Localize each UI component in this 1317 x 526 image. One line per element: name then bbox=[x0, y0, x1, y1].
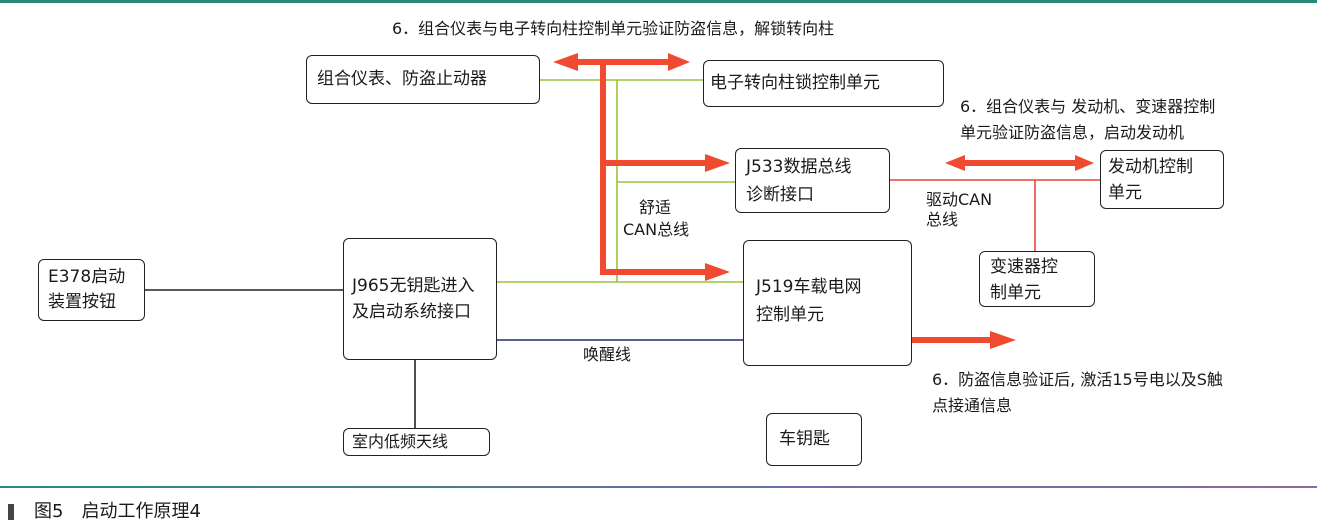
arrowhead bbox=[1075, 155, 1094, 171]
j519-line-1: J519车载电网 bbox=[756, 277, 862, 297]
drive-can-label: 驱动CAN 总线 bbox=[926, 190, 992, 230]
note-bottom-line-1: 6．防盗信息验证后, 激活15号电以及S触 bbox=[932, 370, 1223, 389]
j965-line-2: 及启动系统接口 bbox=[352, 302, 471, 322]
j533-line-1: J533数据总线 bbox=[746, 157, 852, 177]
caption-marker bbox=[8, 504, 14, 520]
j965-line-1: J965无钥匙进入 bbox=[352, 276, 475, 296]
note-bottom: 6．防盗信息验证后, 激活15号电以及S触 点接通信息 bbox=[932, 367, 1223, 419]
arrowhead bbox=[668, 53, 690, 71]
arrowhead bbox=[553, 53, 578, 71]
instrument-cluster-box: 组合仪表、防盗止动器 bbox=[306, 55, 540, 104]
arrowhead bbox=[945, 155, 965, 171]
steering-label: 电子转向柱锁控制单元 bbox=[710, 73, 880, 93]
e378-line-2: 装置按钮 bbox=[48, 292, 116, 312]
j519-line-2: 控制单元 bbox=[756, 305, 824, 325]
steering-lock-box: 电子转向柱锁控制单元 bbox=[703, 60, 944, 107]
figure-caption: 图5 启动工作原理4 bbox=[8, 497, 201, 523]
note-right-line-2: 单元验证防盗信息，启动发动机 bbox=[960, 123, 1185, 142]
j533-line-2: 诊断接口 bbox=[746, 185, 814, 205]
gearbox-line-1: 变速器控 bbox=[990, 257, 1058, 277]
black-wires bbox=[145, 289, 416, 428]
arrowhead bbox=[705, 154, 730, 172]
e378-line-1: E378启动 bbox=[48, 267, 126, 287]
antenna-box: 室内低频天线 bbox=[343, 428, 490, 456]
j965-keyless-interface-box: J965无钥匙进入 及启动系统接口 bbox=[343, 238, 497, 360]
note-right: 6．组合仪表与 发动机、变速器控制 单元验证防盗信息，启动发动机 bbox=[960, 94, 1215, 146]
car-key-box: 车钥匙 bbox=[766, 413, 862, 466]
note-right-line-1: 6．组合仪表与 发动机、变速器控制 bbox=[960, 97, 1216, 116]
engine-line-1: 发动机控制 bbox=[1108, 157, 1193, 177]
note-top: 6．组合仪表与电子转向柱控制单元验证防盗信息，解锁转向柱 bbox=[392, 18, 834, 40]
comfort-can-lines bbox=[497, 79, 743, 283]
drive-can-line-1: 驱动CAN bbox=[926, 190, 993, 209]
drive-can-lines bbox=[890, 179, 1100, 255]
comfort-can-line-1: 舒适 bbox=[639, 198, 672, 217]
antenna-label: 室内低频天线 bbox=[352, 432, 449, 451]
e378-start-button-box: E378启动 装置按钮 bbox=[38, 259, 145, 321]
caption-text: 图5 启动工作原理4 bbox=[34, 501, 201, 522]
j533-gateway-box: J533数据总线 诊断接口 bbox=[735, 148, 890, 213]
trunk-arrow-line bbox=[600, 62, 705, 275]
j519-body-control-box: J519车载电网 控制单元 bbox=[743, 240, 912, 366]
engine-line-2: 单元 bbox=[1108, 183, 1142, 203]
wake-line-label: 唤醒线 bbox=[583, 344, 631, 366]
note-bottom-line-2: 点接通信息 bbox=[932, 396, 1013, 415]
gearbox-control-box: 变速器控 制单元 bbox=[979, 251, 1095, 307]
arrowhead bbox=[990, 331, 1016, 349]
car-key-label: 车钥匙 bbox=[779, 429, 830, 449]
comfort-can-label: 舒适 CAN总线 bbox=[623, 197, 689, 241]
bottom-rule bbox=[0, 486, 1317, 488]
comfort-can-line-2: CAN总线 bbox=[623, 220, 690, 239]
note-top-text: 6．组合仪表与电子转向柱控制单元验证防盗信息，解锁转向柱 bbox=[392, 19, 835, 38]
arrowhead bbox=[705, 263, 730, 281]
red-arrows bbox=[553, 53, 1094, 349]
cluster-label: 组合仪表、防盗止动器 bbox=[317, 69, 487, 89]
top-rule bbox=[0, 0, 1317, 3]
drive-can-line-2: 总线 bbox=[926, 210, 959, 229]
engine-control-box: 发动机控制 单元 bbox=[1100, 150, 1224, 209]
wake-line-text: 唤醒线 bbox=[583, 345, 632, 364]
gearbox-line-2: 制单元 bbox=[990, 283, 1041, 303]
